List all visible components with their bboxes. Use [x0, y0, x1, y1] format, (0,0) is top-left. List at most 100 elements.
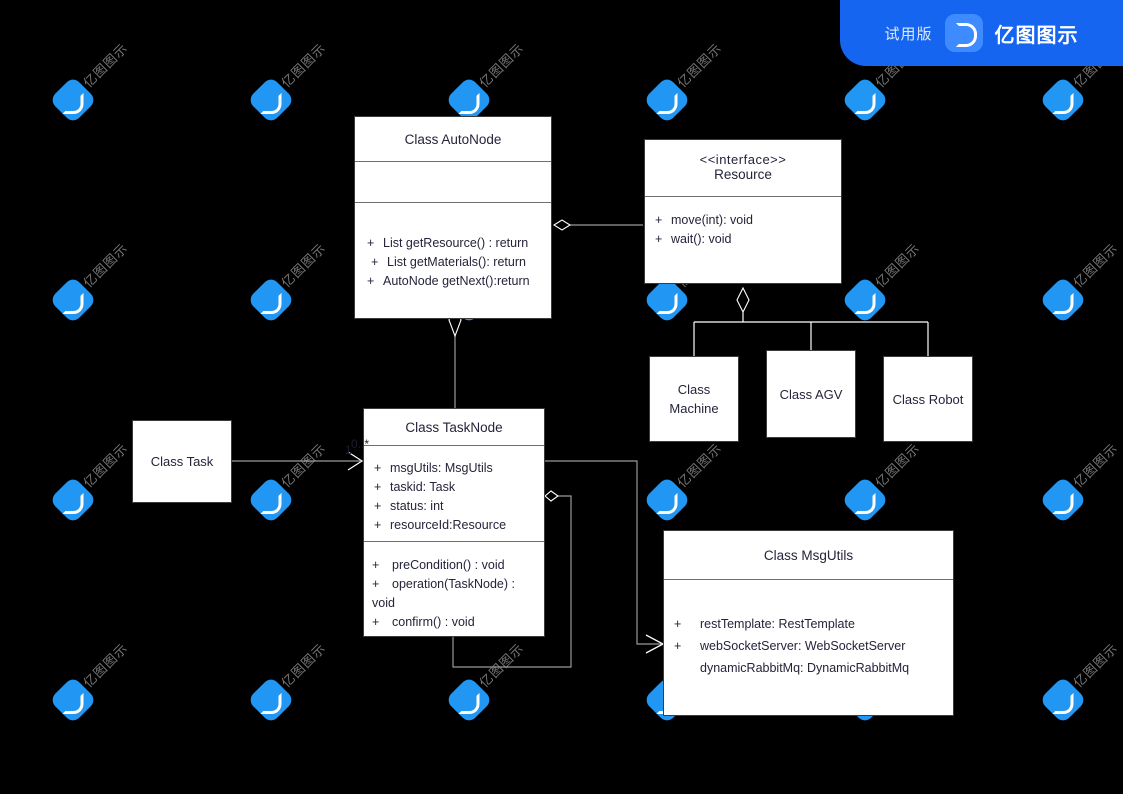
class-title-agv: Class AGV — [779, 386, 843, 402]
visibility-marker: + — [374, 480, 382, 494]
method-label: preCondition() : void — [392, 558, 505, 572]
method-row: + wait(): void — [655, 230, 841, 249]
attribute-row: + resourceId:Resource — [374, 516, 544, 535]
visibility-marker: + — [367, 236, 375, 250]
watermark-tile: 亿图图示 — [840, 41, 968, 125]
watermark-text: 亿图图示 — [1071, 441, 1122, 492]
edraw-watermark-icon — [48, 475, 98, 525]
method-row: + List getResource() : return — [367, 234, 551, 253]
class-title-robot: Class Robot — [892, 391, 964, 407]
watermark-tile: 亿图图示 — [840, 441, 968, 525]
attribute-row-continuation: dynamicRabbitMq: DynamicRabbitMq — [674, 657, 953, 679]
watermark-tile: 亿图图示 — [642, 441, 770, 525]
class-attributes-task-node: + msgUtils: MsgUtils + taskid: Task + st… — [364, 445, 544, 541]
method-row: + preCondition() : void — [372, 556, 544, 575]
visibility-marker: + — [374, 499, 382, 513]
attribute-row: + taskid: Task — [374, 478, 544, 497]
edraw-watermark-icon — [48, 75, 98, 125]
visibility-marker: + — [371, 255, 379, 269]
watermark-tile: 亿图图示 — [1038, 41, 1123, 125]
connector-tasknode-msgutils — [545, 460, 665, 654]
class-box-task-node[interactable]: Class TaskNode + msgUtils: MsgUtils + ta… — [363, 408, 545, 637]
watermark-text: 亿图图示 — [477, 641, 528, 692]
stereotype-label-resource: <<interface>> — [699, 152, 787, 167]
multiplicity-tasknode-target: 0..* — [351, 437, 370, 451]
watermark-tile: 亿图图示 — [840, 241, 968, 325]
attribute-label: resourceId:Resource — [390, 518, 507, 532]
class-attributes-auto-node — [355, 161, 551, 202]
class-methods-task-node: + preCondition() : void + operation(Task… — [364, 541, 544, 636]
edraw-watermark-icon — [1038, 675, 1088, 725]
method-label: AutoNode getNext():return — [383, 274, 530, 288]
class-methods-resource: + move(int): void + wait(): void — [645, 196, 841, 284]
watermark-text: 亿图图示 — [873, 441, 924, 492]
visibility-marker: + — [374, 461, 382, 475]
class-box-agv[interactable]: Class AGV — [766, 350, 856, 438]
method-row: + operation(TaskNode) : — [372, 575, 544, 594]
edraw-watermark-icon — [246, 75, 296, 125]
class-box-task[interactable]: Class Task — [132, 420, 232, 503]
edraw-watermark-icon — [1038, 475, 1088, 525]
class-header-msg-utils: Class MsgUtils — [664, 531, 953, 579]
class-box-machine[interactable]: Class Machine — [649, 356, 739, 442]
edraw-logo-icon — [944, 14, 983, 52]
method-label: List getResource() : return — [383, 236, 529, 250]
edraw-watermark-icon — [246, 675, 296, 725]
attribute-row: + webSocketServer: WebSocketServer — [674, 635, 953, 657]
method-row: + move(int): void — [655, 211, 841, 230]
visibility-marker: + — [372, 615, 380, 629]
method-row: + AutoNode getNext():return — [367, 272, 551, 291]
class-header-task-node: Class TaskNode — [364, 409, 544, 445]
class-box-robot[interactable]: Class Robot — [883, 356, 973, 442]
attribute-row: + restTemplate: RestTemplate — [674, 613, 953, 635]
watermark-text: 亿图图示 — [81, 641, 132, 692]
edraw-watermark-icon — [840, 275, 890, 325]
class-box-resource[interactable]: <<interface>> Resource + move(int): void… — [644, 139, 842, 284]
method-label: wait(): void — [671, 232, 732, 246]
visibility-marker: + — [374, 518, 382, 532]
connector-autonode-resource — [552, 219, 643, 231]
method-label: void — [372, 596, 395, 610]
method-label: confirm() : void — [392, 615, 475, 629]
watermark-tile: 亿图图示 — [48, 241, 176, 325]
watermark-text: 亿图图示 — [81, 241, 132, 292]
class-box-msg-utils[interactable]: Class MsgUtils + restTemplate: RestTempl… — [663, 530, 954, 716]
edraw-watermark-icon — [840, 475, 890, 525]
edraw-watermark-icon — [246, 275, 296, 325]
visibility-marker: + — [674, 617, 682, 631]
watermark-text: 亿图图示 — [477, 41, 528, 92]
class-title-resource: Resource — [714, 167, 772, 182]
visibility-marker: + — [367, 274, 375, 288]
method-label: operation(TaskNode) : — [392, 577, 515, 591]
watermark-tile: 亿图图示 — [48, 41, 176, 125]
edraw-watermark-icon — [1038, 275, 1088, 325]
class-title-auto-node: Class AutoNode — [404, 131, 502, 147]
connector-resource-subclasses — [693, 286, 929, 357]
attribute-label: msgUtils: MsgUtils — [390, 461, 493, 475]
attribute-row: + msgUtils: MsgUtils — [374, 459, 544, 478]
class-title-task-node: Class TaskNode — [405, 419, 503, 435]
watermark-tile: 亿图图示 — [246, 641, 374, 725]
visibility-marker: + — [655, 232, 663, 246]
watermark-text: 亿图图示 — [873, 241, 924, 292]
watermark-tile: 亿图图示 — [444, 41, 572, 125]
edraw-watermark-icon — [840, 75, 890, 125]
watermark-tile: 亿图图示 — [444, 641, 572, 725]
class-attributes-msg-utils: + restTemplate: RestTemplate + webSocket… — [664, 579, 953, 716]
method-label: move(int): void — [671, 213, 753, 227]
multiplicity-task-source: 1 — [345, 443, 352, 457]
connector-task-tasknode — [232, 451, 364, 471]
edraw-watermark-icon — [642, 75, 692, 125]
trial-banner[interactable]: 试用版 亿图图示 — [840, 0, 1123, 66]
watermark-tile: 亿图图示 — [246, 41, 374, 125]
visibility-marker: + — [372, 558, 380, 572]
edraw-watermark-icon — [642, 475, 692, 525]
watermark-tile: 亿图图示 — [246, 441, 374, 525]
method-row-continuation: void — [372, 594, 544, 613]
class-box-auto-node[interactable]: Class AutoNode + List getResource() : re… — [354, 116, 552, 319]
visibility-marker: + — [674, 639, 682, 653]
attribute-label: taskid: Task — [390, 480, 456, 494]
visibility-marker — [674, 657, 690, 679]
brand-name-label: 亿图图示 — [994, 22, 1079, 47]
